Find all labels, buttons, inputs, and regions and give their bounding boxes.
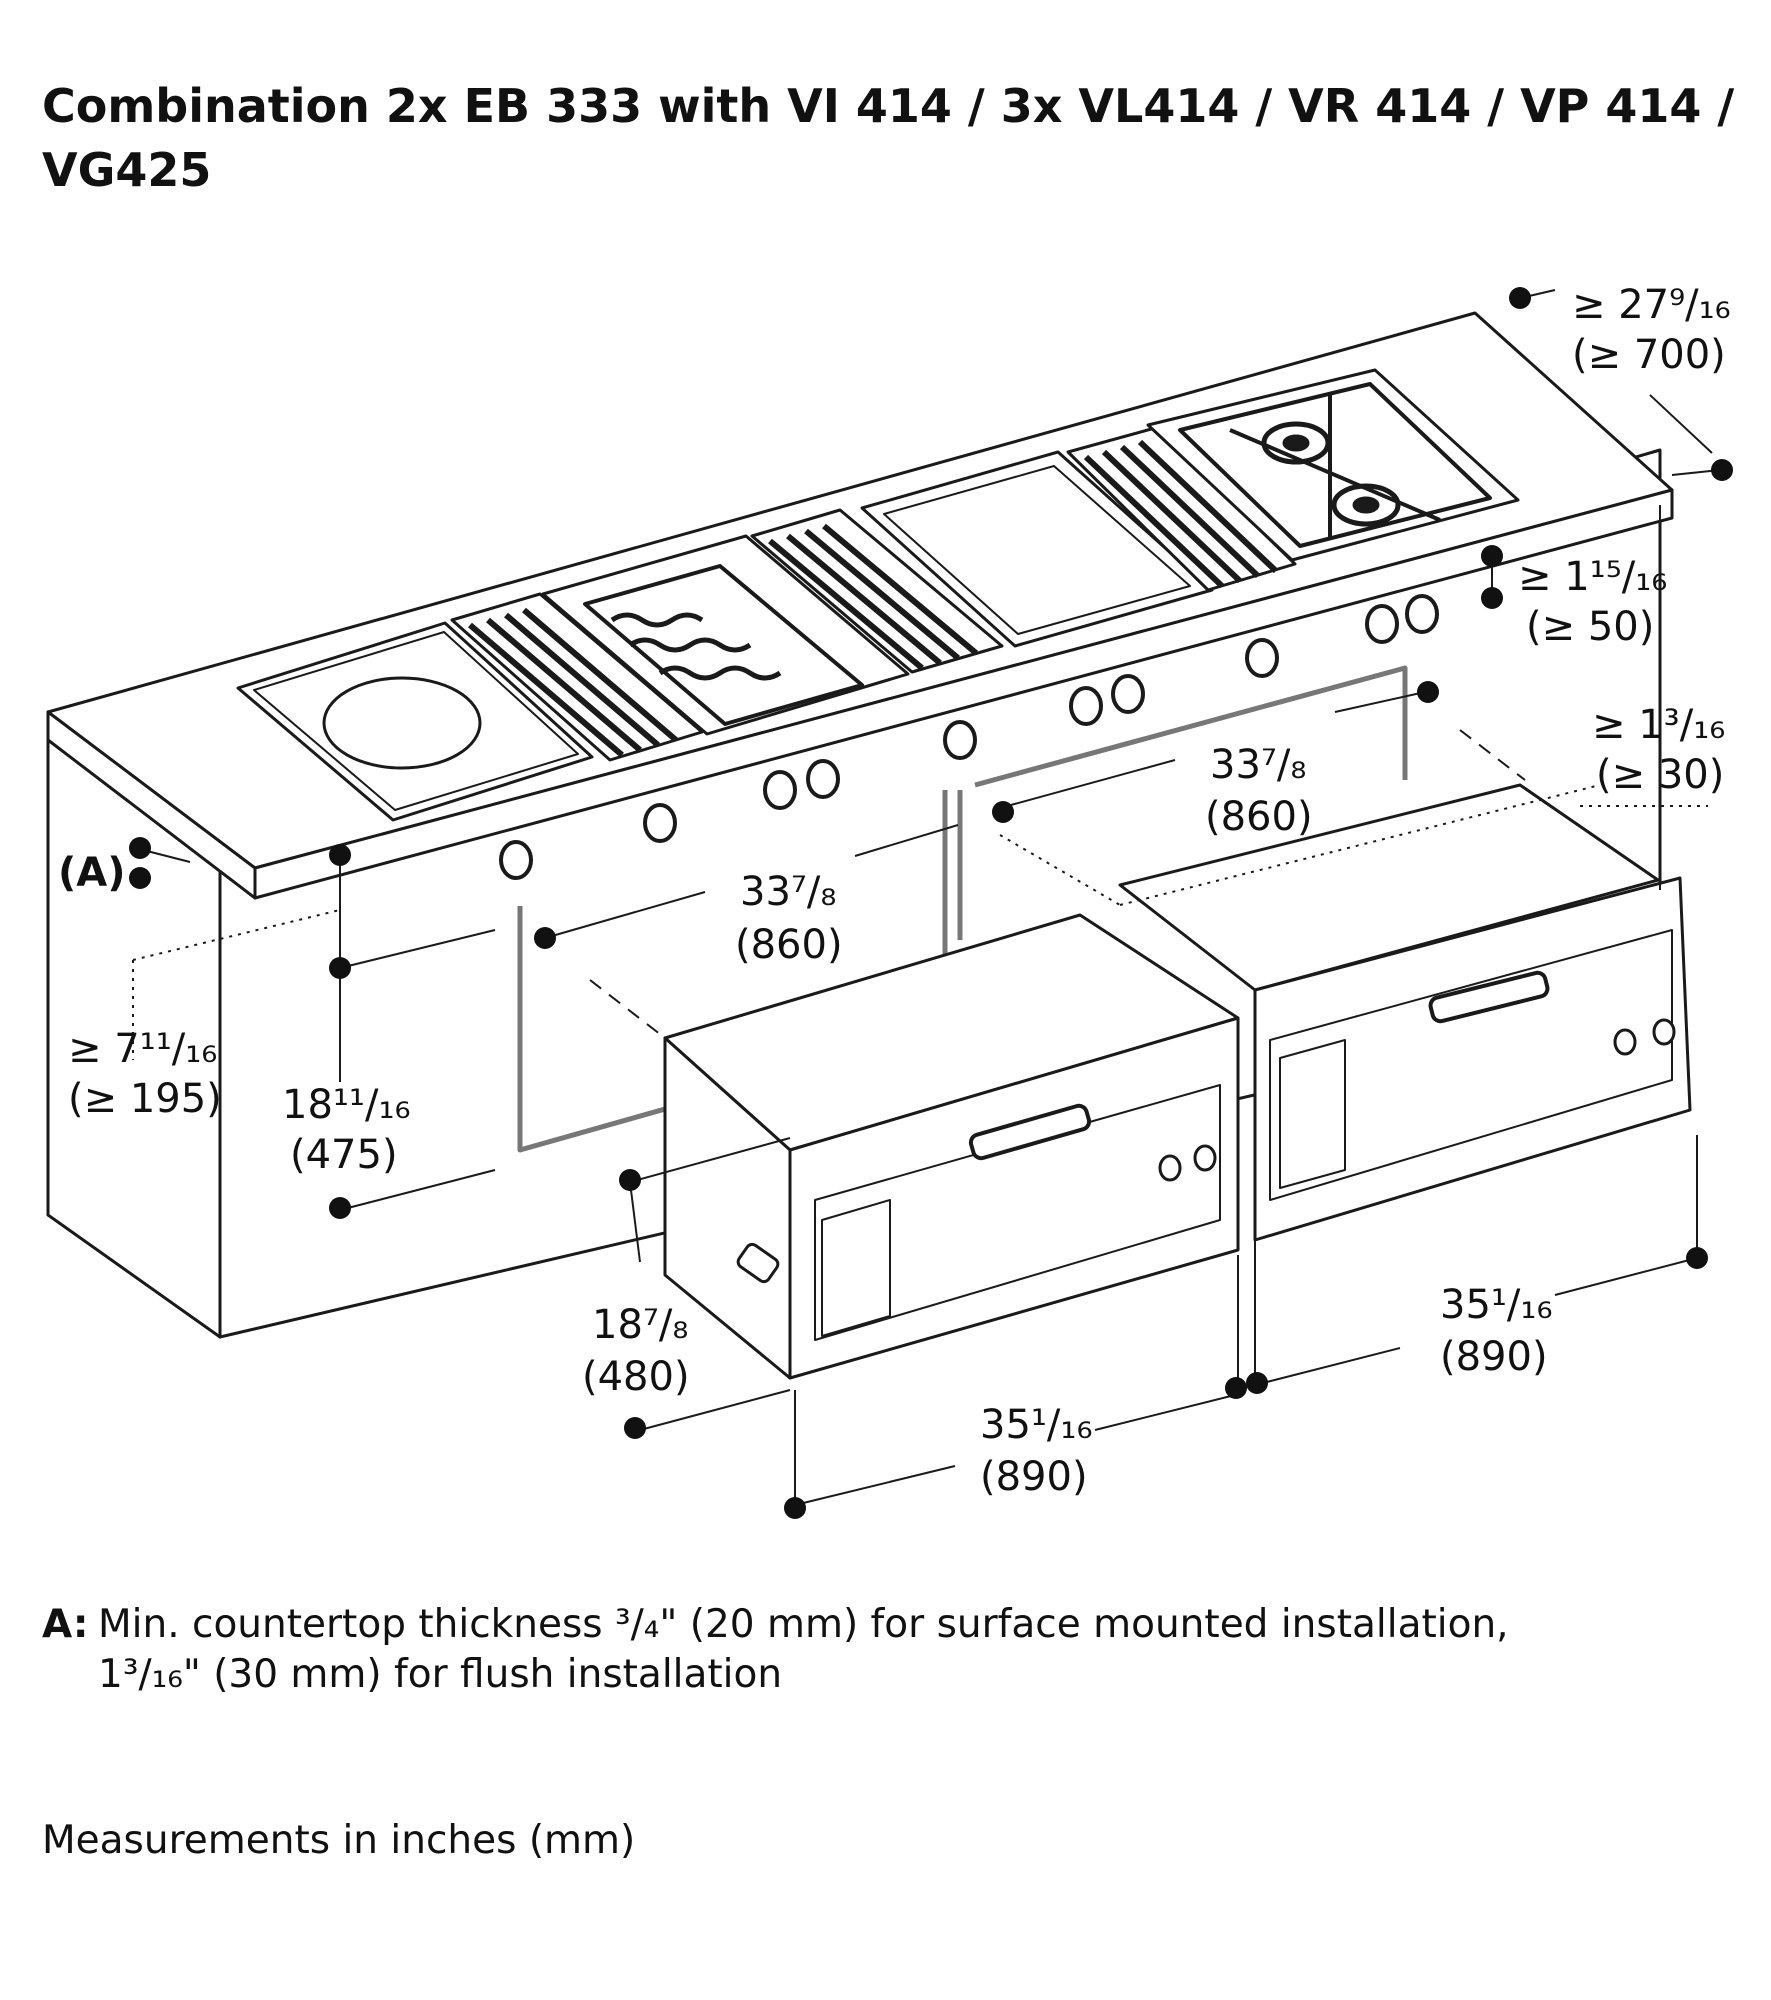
unit-width-left-inch: 35¹/₁₆ — [980, 1402, 1092, 1448]
depth-min-mm: (≥ 700) — [1572, 332, 1726, 378]
ventilation-module-3 — [1066, 426, 1297, 592]
dimension-labels: ≥ 27⁹/₁₆ (≥ 700) ≥ 1¹⁵/₁₆ (≥ 50) ≥ 1³/₁₆… — [58, 282, 1731, 1500]
rear-gap-mm: (≥ 50) — [1526, 604, 1654, 650]
ventilation-module-1 — [450, 592, 704, 762]
warming-drawer-right — [1118, 783, 1692, 1242]
note-label: A: — [42, 1602, 89, 1647]
induction-wok-module — [236, 621, 594, 822]
teppan-plate-module — [860, 450, 1214, 648]
countertop-note: A:Min. countertop thickness ³/₄" (20 mm)… — [42, 1600, 1509, 1700]
niche-right — [957, 665, 1408, 940]
ventilation-module-2 — [750, 508, 1004, 674]
niche-height-inch: 18¹¹/₁₆ — [282, 1082, 411, 1128]
measurement-units-note: Measurements in inches (mm) — [42, 1818, 636, 1863]
teppanyaki-grill-module — [541, 534, 910, 736]
niche-width-right-inch: 33⁷/₈ — [1210, 742, 1306, 788]
unit-height-inch: 18⁷/₈ — [592, 1302, 688, 1348]
side-gap-inch: ≥ 1³/₁₆ — [1592, 702, 1725, 748]
side-gap-mm: (≥ 30) — [1596, 752, 1724, 798]
note-line-1: Min. countertop thickness ³/₄" (20 mm) f… — [98, 1602, 1509, 1647]
countertop-marker-label: (A) — [58, 850, 126, 896]
gas-cooktop-module — [1146, 368, 1520, 562]
top-distance-mm: (≥ 195) — [68, 1076, 222, 1122]
depth-min-inch: ≥ 27⁹/₁₆ — [1572, 282, 1731, 328]
niche-height-mm: (475) — [290, 1132, 398, 1178]
unit-width-right-inch: 35¹/₁₆ — [1440, 1282, 1552, 1328]
warming-drawer-left — [663, 913, 1240, 1380]
unit-width-right-mm: (890) — [1440, 1334, 1548, 1380]
control-knobs — [499, 594, 1439, 880]
niche-width-left-inch: 33⁷/₈ — [740, 869, 836, 915]
page-title: Combination 2x EB 333 with VI 414 / 3x V… — [42, 79, 1735, 197]
top-distance-inch: ≥ 7¹¹/₁₆ — [68, 1026, 217, 1072]
niche-width-left-mm: (860) — [735, 922, 843, 968]
dimension-dots — [129, 287, 1733, 1519]
rear-gap-inch: ≥ 1¹⁵/₁₆ — [1518, 554, 1667, 600]
note-line-2: 1³/₁₆" (30 mm) for flush installation — [98, 1652, 783, 1697]
unit-width-left-mm: (890) — [980, 1454, 1088, 1500]
unit-height-mm: (480) — [582, 1354, 690, 1400]
niche-width-right-mm: (860) — [1205, 794, 1313, 840]
